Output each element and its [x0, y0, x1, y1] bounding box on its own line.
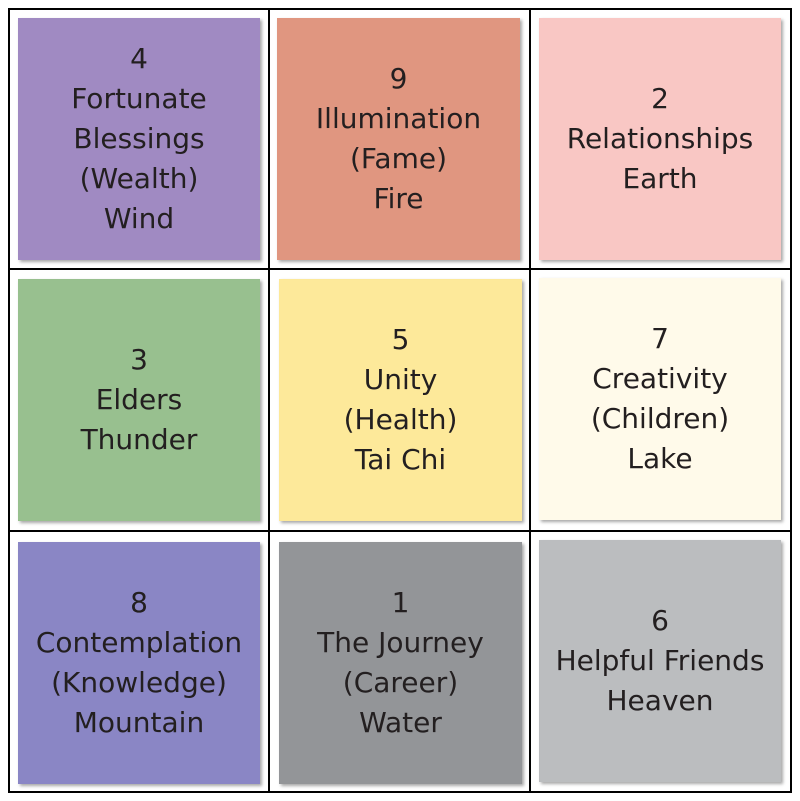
cell-aspect: (Children) [590, 402, 730, 435]
grid-line-top [8, 8, 792, 10]
cell-number: 8 [130, 586, 148, 619]
cell-element: Thunder [80, 423, 198, 456]
cell-number: 3 [130, 343, 148, 376]
cell-aspect: (Wealth) [79, 162, 199, 195]
cell-number: 1 [391, 586, 410, 619]
cell-element: Water [359, 706, 442, 739]
cell-area: Elders [95, 383, 183, 416]
cell-relationships: 2 Relationships Earth [539, 18, 781, 260]
cell-health: 5 Unity (Health) Tai Chi [279, 279, 522, 521]
grid-line-v2 [529, 8, 531, 793]
cell-area: Contemplation [35, 626, 243, 659]
cell-area: Unity [363, 363, 438, 396]
grid-line-h1 [8, 268, 792, 270]
cell-area: The Journey [317, 626, 484, 659]
cell-number: 6 [651, 604, 669, 637]
cell-area: Illumination [315, 102, 482, 135]
cell-children: 7 Creativity (Children) Lake [539, 278, 781, 520]
cell-wealth: 4 Fortunate Blessings (Wealth) Wind [18, 18, 260, 260]
cell-number: 4 [130, 42, 148, 75]
grid-line-right [790, 8, 792, 793]
cell-aspect: (Career) [342, 666, 459, 699]
cell-element: Wind [103, 202, 175, 235]
grid-line-v1 [268, 8, 270, 793]
cell-fame: 9 Illumination (Fame) Fire [277, 18, 520, 260]
cell-elders: 3 Elders Thunder [18, 279, 260, 521]
cell-helpful-friends: 6 Helpful Friends Heaven [539, 540, 781, 782]
cell-element: Heaven [606, 684, 714, 717]
cell-element: Earth [622, 162, 698, 195]
cell-element: Tai Chi [354, 443, 447, 476]
cell-area: Helpful Friends [555, 644, 765, 677]
grid-line-h2 [8, 530, 792, 532]
cell-element: Mountain [73, 706, 205, 739]
cell-number: 5 [391, 323, 410, 356]
cell-area: Blessings [73, 122, 205, 155]
cell-aspect: (Health) [343, 403, 458, 436]
cell-area: Relationships [566, 122, 754, 155]
grid-line-bottom [8, 791, 792, 793]
cell-area: Fortunate [71, 82, 207, 115]
cell-number: 9 [389, 62, 408, 95]
cell-element: Fire [373, 182, 424, 215]
cell-element: Lake [627, 442, 693, 475]
cell-aspect: (Knowledge) [51, 666, 227, 699]
grid-line-left [8, 8, 10, 793]
cell-number: 7 [651, 322, 669, 355]
cell-career: 1 The Journey (Career) Water [279, 542, 522, 784]
cell-number: 2 [651, 82, 669, 115]
cell-area: Creativity [592, 362, 728, 395]
cell-aspect: (Fame) [349, 142, 448, 175]
cell-knowledge: 8 Contemplation (Knowledge) Mountain [18, 542, 260, 784]
